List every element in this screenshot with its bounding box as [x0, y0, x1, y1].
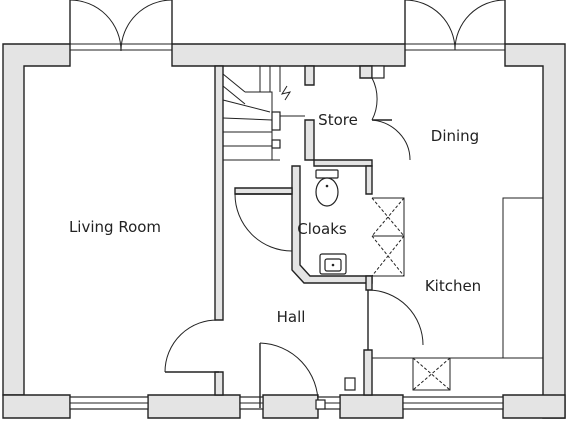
window-hall — [239, 396, 264, 410]
room-label-hall: Hall — [277, 308, 306, 326]
door-kitchen — [344, 289, 424, 391]
room-label-cloaks: Cloaks — [297, 220, 347, 238]
room-label-living-room: Living Room — [69, 218, 161, 236]
room-label-store: Store — [318, 111, 358, 129]
kitchen-units — [371, 197, 543, 391]
staircase — [222, 66, 305, 161]
door-dining-arch — [371, 119, 411, 161]
exterior-walls — [2, 43, 566, 419]
window-living-room — [69, 396, 149, 410]
door-living-room — [164, 319, 220, 373]
door-store — [371, 65, 392, 121]
window-kitchen — [402, 396, 504, 410]
french-doors-dining — [404, 0, 506, 51]
french-doors-living-room — [69, 0, 173, 52]
room-label-dining: Dining — [431, 127, 479, 145]
toilet — [315, 169, 339, 207]
interior-walls — [214, 65, 373, 396]
door-cloaks — [234, 193, 293, 252]
wash-basin — [319, 253, 347, 275]
door-front-entrance — [259, 342, 326, 410]
doors — [164, 65, 424, 410]
room-label-kitchen: Kitchen — [425, 277, 481, 295]
